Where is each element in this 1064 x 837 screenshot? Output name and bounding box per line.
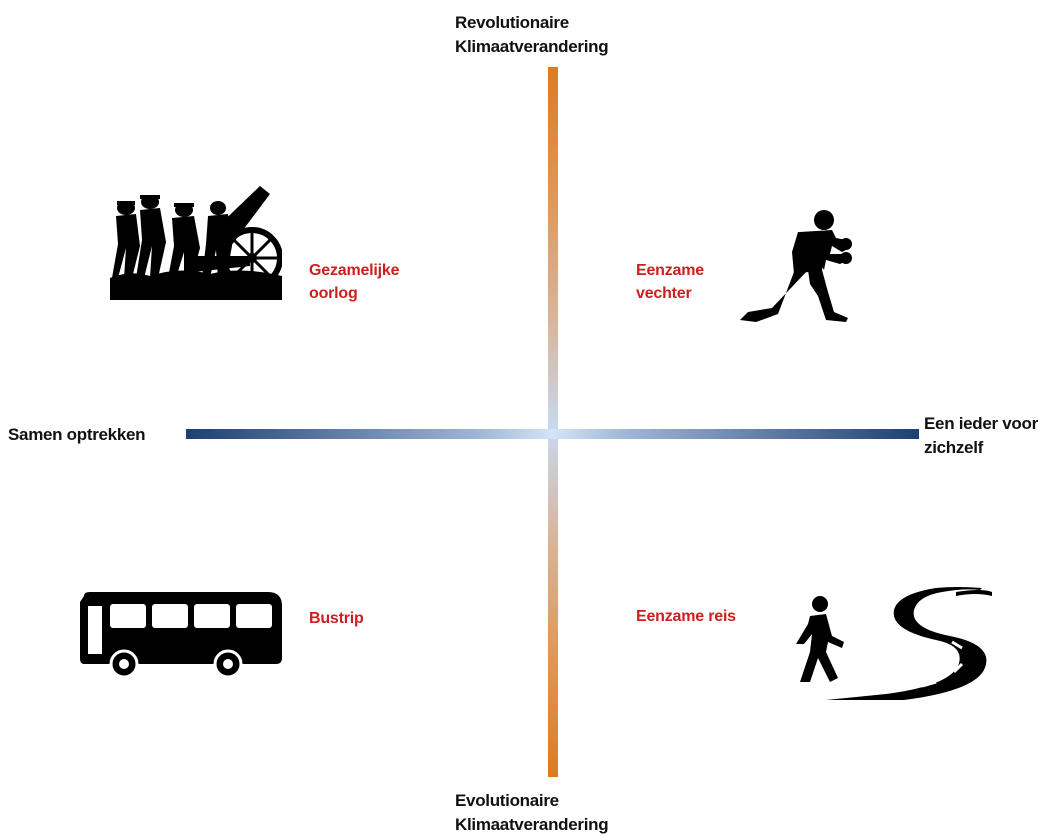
walker-road-icon <box>796 587 992 700</box>
bottom-axis-label-line1: Evolutionaire <box>455 791 559 810</box>
quadrant-label-bottom-right: Eenzame reis <box>636 605 736 628</box>
quadrant-label-top-right-line2: vechter <box>636 285 692 302</box>
left-axis-label: Samen optrekken <box>8 425 146 444</box>
quadrant-label-top-left: Gezamelijke oorlog <box>309 259 400 305</box>
vertical-axis <box>548 67 558 777</box>
bottom-axis-label-line2: Klimaatverandering <box>455 815 609 834</box>
top-axis-label-line2: Klimaatverandering <box>455 37 609 56</box>
soldiers-cannon-icon <box>110 186 282 300</box>
quadrant-label-top-right-line1: Eenzame <box>636 262 704 279</box>
top-axis-label-line1: Revolutionaire <box>455 13 569 32</box>
right-axis-label-line2: zichzelf <box>924 438 984 457</box>
quadrant-label-top-right: Eenzame vechter <box>636 259 704 305</box>
bottom-axis-label: Evolutionaire Klimaatverandering <box>455 789 609 837</box>
quadrant-label-bottom-left: Bustrip <box>309 607 364 630</box>
bus-icon <box>80 592 282 678</box>
top-axis-label: Revolutionaire Klimaatverandering <box>455 11 609 59</box>
boxer-icon <box>740 210 852 322</box>
quadrant-label-bottom-right-line1: Eenzame reis <box>636 608 736 625</box>
right-axis-label-line1: Een ieder voor <box>924 414 1038 433</box>
quadrant-label-top-left-line2: oorlog <box>309 285 358 302</box>
quadrant-label-top-left-line1: Gezamelijke <box>309 262 400 279</box>
right-axis-label: Een ieder voor zichzelf <box>924 412 1038 460</box>
quadrant-label-bottom-left-line1: Bustrip <box>309 610 364 627</box>
horizontal-axis <box>186 429 919 439</box>
